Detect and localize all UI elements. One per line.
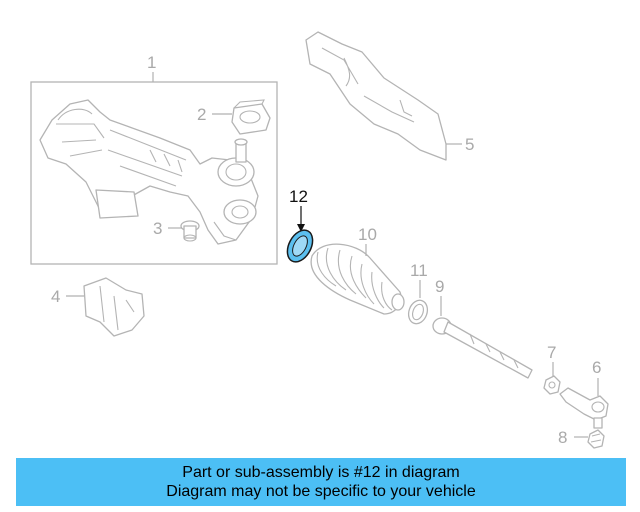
callout-9: 9	[435, 277, 444, 296]
part-9-tie-rod	[432, 317, 533, 379]
banner-line-2: Diagram may not be specific to your vehi…	[166, 483, 476, 500]
part-4-shield	[83, 277, 145, 337]
assembly-box	[30, 81, 278, 265]
part-3-plug	[180, 220, 200, 242]
callout-4: 4	[51, 287, 60, 306]
part-6-tie-rod-end	[559, 387, 609, 429]
part-5-heat-shield	[305, 31, 447, 161]
callout-8: 8	[558, 428, 567, 447]
callout-11: 11	[410, 261, 428, 280]
steering-gear-housing	[39, 99, 259, 245]
callout-5: 5	[465, 135, 474, 154]
callout-7: 7	[547, 343, 556, 362]
part-12-clamp-highlighted	[286, 229, 314, 263]
callout-12-arrowhead	[297, 224, 305, 232]
info-banner: Part or sub-assembly is #12 in diagram D…	[16, 458, 626, 506]
callout-6: 6	[592, 358, 601, 377]
callout-12: 12	[289, 187, 308, 206]
part-7-nut	[543, 375, 561, 395]
callout-3: 3	[153, 219, 162, 238]
callout-2: 2	[197, 105, 206, 124]
part-8-castle-nut	[587, 429, 605, 449]
part-11-clamp	[407, 299, 429, 325]
banner-line-1: Part or sub-assembly is #12 in diagram	[182, 464, 460, 481]
callout-1: 1	[147, 53, 156, 72]
parts-diagram: 1 2 3 4 5 12	[30, 31, 609, 449]
callout-10: 10	[358, 225, 377, 244]
part-2-bushing	[231, 99, 271, 135]
part-10-bellows-boot	[310, 243, 405, 315]
